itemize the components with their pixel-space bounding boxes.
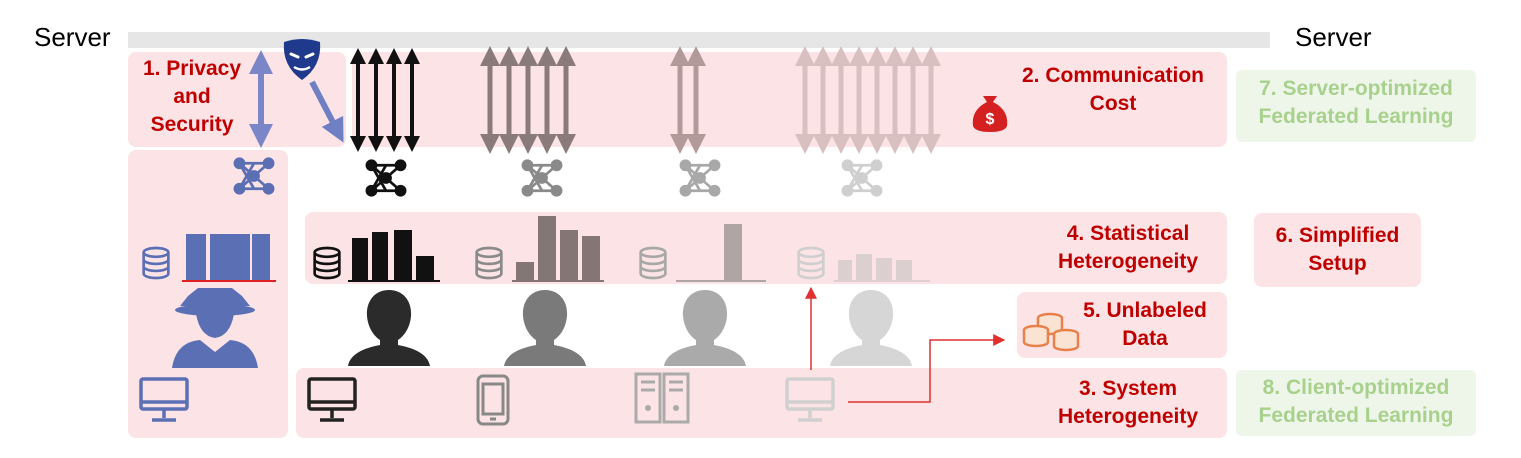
simplified-box [1254, 213, 1421, 287]
spy-icon [172, 288, 258, 368]
database-icon [142, 246, 170, 280]
neural-network-icon [520, 158, 564, 198]
database-icon [797, 246, 825, 280]
mask-icon [283, 39, 321, 80]
database-icon [475, 246, 503, 280]
neural-network-icon [678, 158, 722, 198]
monitor-icon [307, 377, 357, 422]
red-arrow-right [848, 334, 1006, 403]
histogram-icon [182, 234, 276, 282]
adversary-arrow-group [249, 49, 344, 148]
statistical-box [305, 212, 1227, 284]
communication-arrows-client2 [480, 46, 576, 154]
user-icon [504, 290, 586, 366]
user-icon [348, 290, 430, 366]
user-icon [664, 290, 746, 366]
server-rack-icon [634, 372, 690, 424]
histogram-icon [676, 224, 766, 282]
communication-arrows-client3 [670, 46, 706, 154]
histogram-icon [348, 230, 440, 282]
histogram-icon [512, 216, 604, 282]
neural-network-icon [840, 158, 884, 198]
client-opt-box [1236, 370, 1476, 436]
communication-arrows-client4 [795, 46, 941, 154]
server-bar [128, 32, 1270, 48]
server-label-left: Server [34, 22, 111, 52]
monitor-icon [785, 377, 835, 422]
phone-icon [476, 374, 510, 426]
monitor-icon [139, 377, 189, 422]
histogram-icon [834, 254, 930, 282]
coins-icon [1022, 312, 1080, 352]
database-icon [313, 246, 341, 280]
money-bag-icon: $ [972, 96, 1008, 132]
database-icon [639, 246, 667, 280]
neural-network-icon [232, 156, 276, 196]
user-icon [830, 290, 912, 366]
server-opt-box [1236, 70, 1476, 142]
svg-text:$: $ [986, 111, 995, 128]
communication-arrows-client1 [350, 48, 420, 152]
system-box [296, 368, 1227, 438]
server-label-right: Server [1295, 22, 1372, 52]
neural-network-icon [364, 158, 408, 198]
